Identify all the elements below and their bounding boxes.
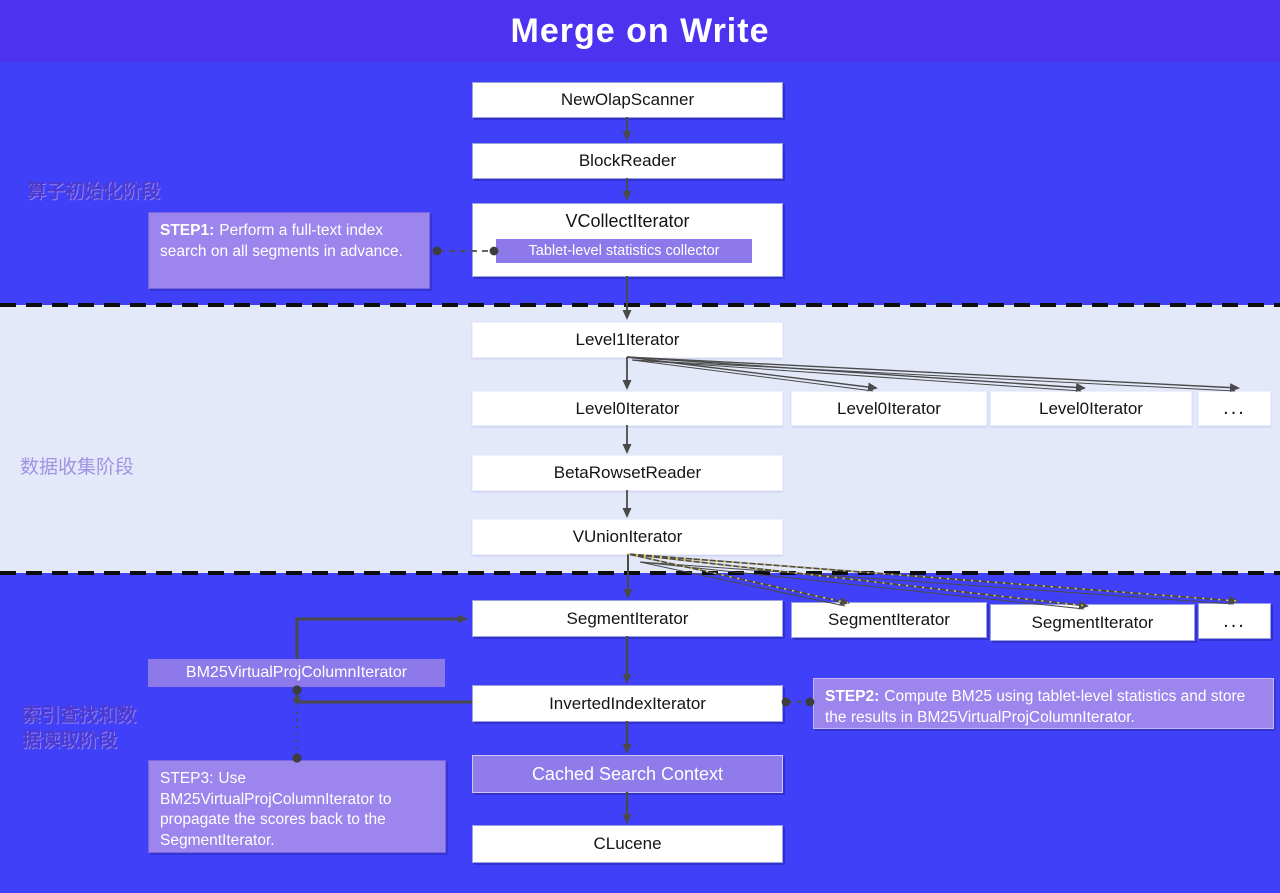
node-bm25-virtual-proj-column-iterator: BM25VirtualProjColumnIterator [148,659,445,687]
step1-label: STEP1: [160,222,215,239]
title-bar: Merge on Write [0,0,1280,62]
step3-label: STEP3: [160,770,214,787]
node-block-reader: BlockReader [472,143,783,179]
step2-label: STEP2: [825,688,880,705]
phase-label-data-collection: 数据收集阶段 [20,457,135,478]
annotation-step2: STEP2:Compute BM25 using tablet-level st… [813,678,1274,729]
annotation-step3: STEP3:Use BM25VirtualProjColumnIterator … [148,760,446,853]
node-level0-iterator-3: Level0Iterator [990,391,1192,426]
node-level0-iterator-2: Level0Iterator [791,391,987,426]
node-cached-search-context: Cached Search Context [472,755,783,793]
annotation-step1: STEP1:Perform a full-text index search o… [148,212,430,289]
node-inverted-index-iterator: InvertedIndexIterator [472,685,783,722]
node-segment-iterator-1: SegmentIterator [472,600,783,637]
node-beta-rowset-reader: BetaRowsetReader [472,455,783,491]
node-segment-iterator-3: SegmentIterator [990,604,1195,641]
step1-text: Perform a full-text index search on all … [160,222,403,260]
step2-text: Compute BM25 using tablet-level statisti… [825,688,1246,726]
step3-text: Use BM25VirtualProjColumnIterator to pro… [160,770,392,849]
page-title: Merge on Write [510,11,770,50]
dashed-separator-2 [0,571,1280,575]
phase-label-index-lookup: 索引查找和数据读取阶段 [22,705,137,751]
node-vunion-iterator: VUnionIterator [472,519,783,555]
node-level0-iterator-1: Level0Iterator [472,391,783,426]
node-vcollect-iterator-label: VCollectIterator [565,211,690,231]
phase-label-operator-init: 算子初始化阶段 [27,181,161,202]
node-new-olap-scanner: NewOlapScanner [472,82,783,118]
node-tablet-stats-collector: Tablet-level statistics collector [496,239,752,263]
node-segment-more: ... [1198,603,1271,639]
node-segment-iterator-2: SegmentIterator [791,602,987,638]
node-clucene: CLucene [472,825,783,863]
node-level0-more: ... [1198,391,1271,426]
dashed-separator-1 [0,303,1280,307]
node-level1-iterator: Level1Iterator [472,322,783,358]
